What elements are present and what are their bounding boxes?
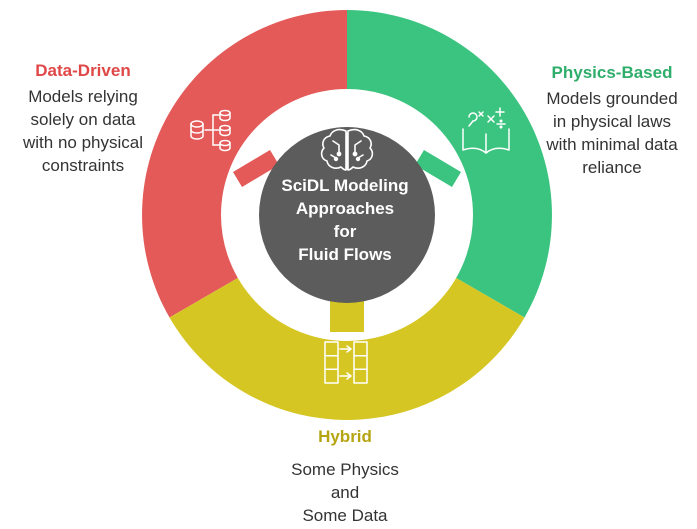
data-driven-title: Data-Driven [35,61,131,80]
description-line: in physical laws [552,112,672,131]
hybrid-label-block: Hybrid Some Physics and Some Data [270,426,420,527]
description-line: and [330,483,360,502]
description-line: constraints [41,156,125,175]
math-book-icon [462,107,510,154]
description-line: solely on data [30,110,136,129]
data-driven-description: Models relying solely on data with no ph… [8,85,158,177]
description-line: Some Data [302,506,388,525]
description-line: Models grounded [546,89,678,108]
hybrid-description: Some Physics and Some Data [270,458,420,527]
description-line: Models relying [28,87,138,106]
center-title-line: Fluid Flows [298,245,392,264]
database-network-icon [190,109,231,152]
description-line: reliance [582,158,642,177]
data-driven-label-block: Data-Driven Models relying solely on dat… [8,60,158,177]
center-title: SciDL Modeling Approaches for Fluid Flow… [255,174,435,266]
connector-tab-physics [415,150,461,187]
physics-based-title: Physics-Based [551,63,673,82]
center-circle [259,127,435,303]
description-line: with no physical [22,133,143,152]
center-title-line: Approaches [295,199,395,218]
columns-transfer-icon [324,341,368,384]
center-title-line: for [333,222,357,241]
brain-circuit-icon [320,128,374,171]
center-title-line: SciDL Modeling [281,176,409,195]
description-line: Some Physics [291,460,399,479]
connector-tab-data [233,150,279,187]
physics-based-label-block: Physics-Based Models grounded in physica… [532,62,692,179]
segment-hybrid [169,268,525,420]
physics-based-description: Models grounded in physical laws with mi… [532,87,692,179]
description-line: with minimal data [546,135,678,154]
hybrid-title: Hybrid [318,427,372,446]
